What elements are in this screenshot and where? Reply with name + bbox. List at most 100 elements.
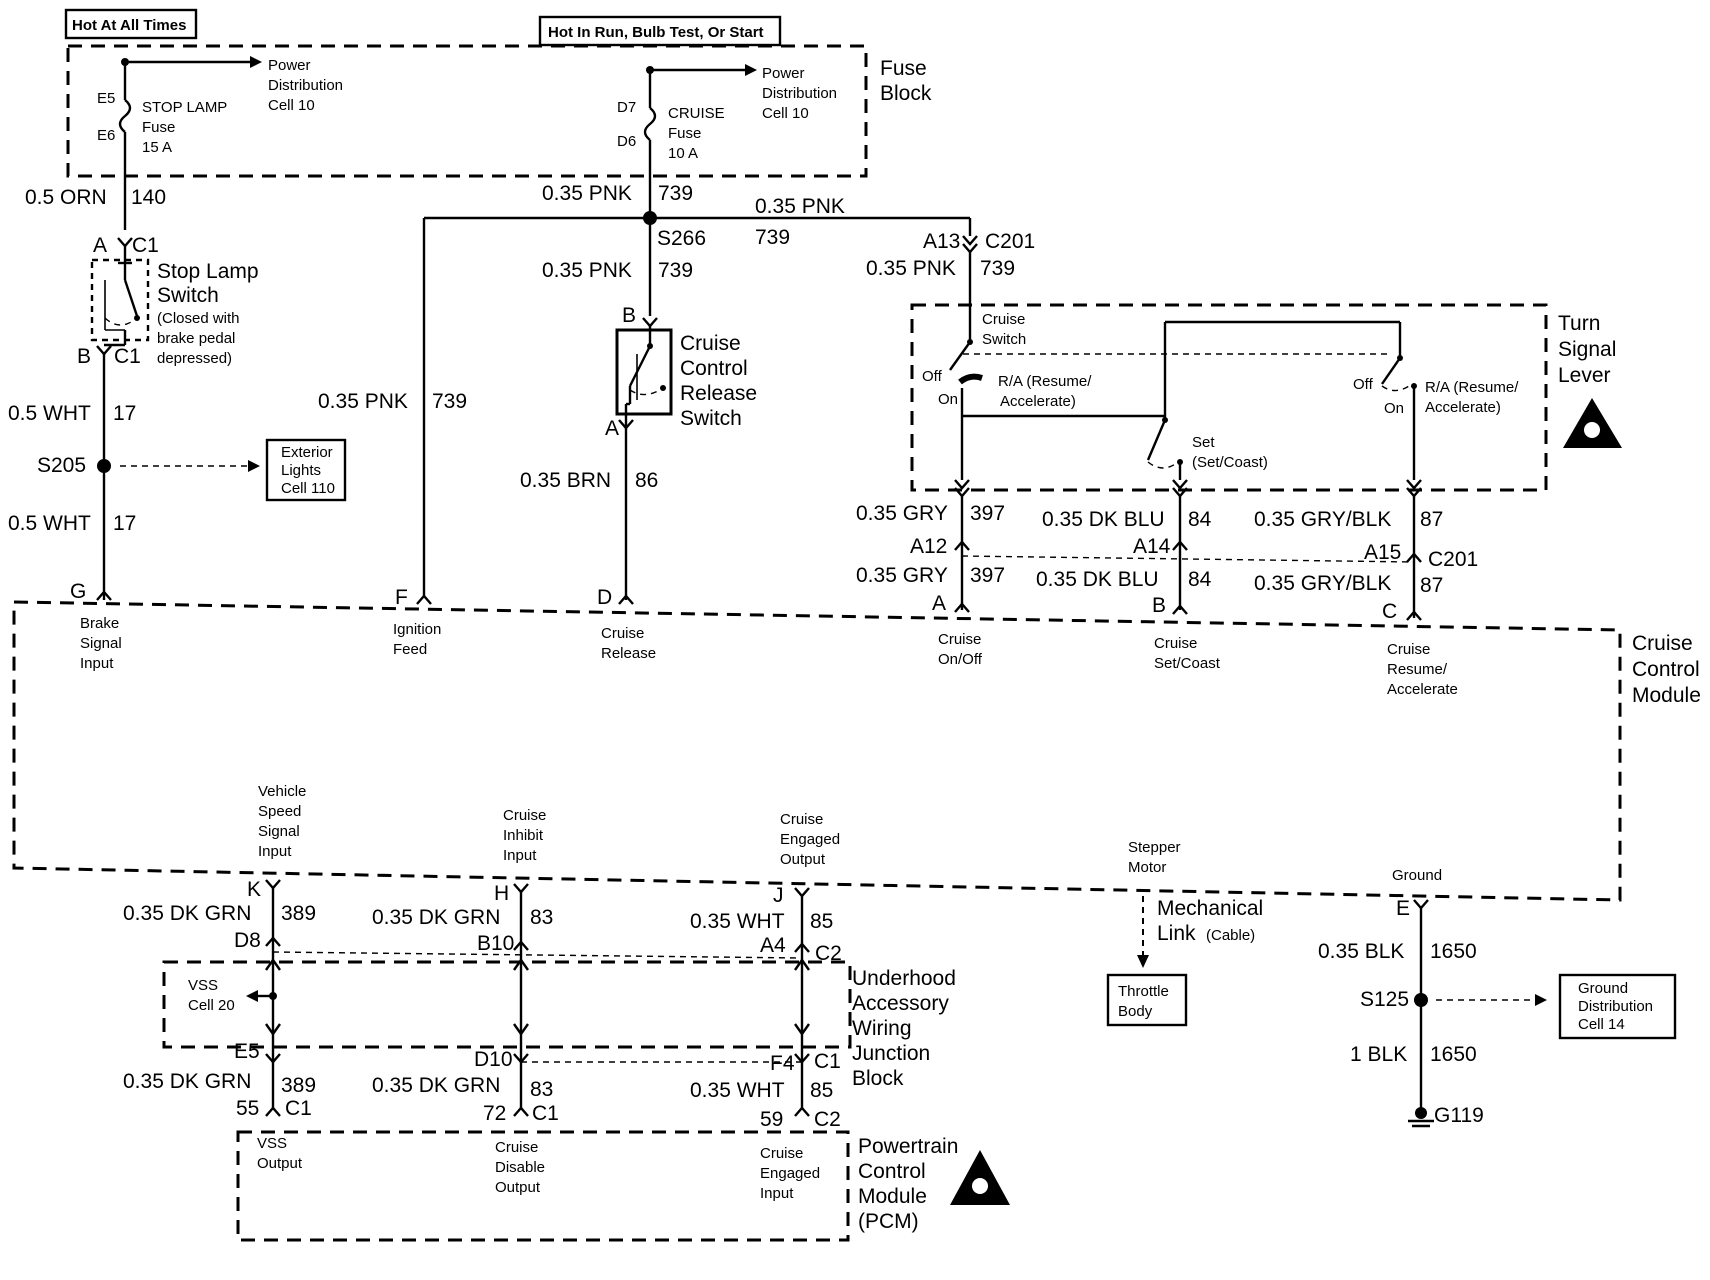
ccm-pin-g: G (70, 580, 86, 603)
pcm-engaged-in-3: Input (760, 1185, 794, 1202)
ccm-ignition-1: Ignition (393, 621, 441, 638)
wire-397a-gauge: 0.35 GRY (856, 502, 948, 525)
wire-85a-gauge: 0.35 WHT (690, 910, 785, 933)
ccm-onoff-1: Cruise (938, 631, 981, 648)
pcm-engaged-in-1: Cruise (760, 1145, 803, 1162)
stop-switch-c1-bottom: C1 (114, 345, 141, 368)
wire-84a-number: 84 (1188, 508, 1212, 531)
pcm-esd-warning-icon (950, 1150, 1010, 1205)
conn-c2-bot: C2 (814, 1108, 841, 1131)
conn-a14: A14 (1133, 535, 1171, 558)
wire-739e-gauge: 0.35 PNK (866, 257, 956, 280)
wire-87a-gauge: 0.35 GRY/BLK (1254, 508, 1391, 531)
conn-a4: A4 (760, 934, 786, 957)
ccm-release-1: Cruise (601, 625, 644, 642)
resume-switch-contact (1381, 357, 1401, 385)
stop-lamp-switch-title-2: Switch (157, 284, 219, 307)
left-ra-1: R/A (Resume/ (998, 373, 1092, 390)
right-ra-2: Accelerate) (1425, 399, 1501, 416)
stop-switch-pin-b: B (77, 345, 91, 368)
release-switch-box (615, 328, 673, 416)
set-label-2: (Set/Coast) (1192, 454, 1268, 471)
ccm-pin-a: A (932, 592, 946, 615)
wire-1650a-gauge: 0.35 BLK (1318, 940, 1404, 963)
wire-1650b-gauge: 1 BLK (1350, 1043, 1407, 1066)
wire-87b-gauge: 0.35 GRY/BLK (1254, 572, 1391, 595)
wire-739d-gauge: 0.35 PNK (318, 390, 408, 413)
stop-switch-c1-top: C1 (132, 234, 159, 257)
wire-17a-gauge: 0.5 WHT (8, 402, 91, 425)
conn-c1-b: C1 (532, 1102, 559, 1125)
conn-a13: A13 (923, 230, 960, 253)
power-dist-left-1: Power (268, 57, 311, 74)
ccm-title-3: Module (1632, 684, 1701, 707)
ccm-ignition-2: Feed (393, 641, 427, 658)
wire-140-gauge: 0.5 ORN (25, 186, 107, 209)
ground-dist-3: Cell 14 (1578, 1016, 1625, 1033)
splice-s266-label: S266 (657, 227, 706, 250)
ccm-pin-f: F (395, 586, 408, 609)
ccm-vss-in-3: Signal (258, 823, 300, 840)
wire-389a-number: 389 (281, 902, 316, 925)
conn-a12: A12 (910, 535, 947, 558)
wire-86-gauge: 0.35 BRN (520, 469, 611, 492)
wire-17b-number: 17 (113, 512, 136, 535)
right-ra-1: R/A (Resume/ (1425, 379, 1519, 396)
hot-in-run-box (538, 15, 782, 47)
ccm-vss-in-4: Input (258, 843, 292, 860)
wire-739a-number: 739 (658, 182, 693, 205)
jb-title-3: Wiring (852, 1017, 912, 1040)
turn-signal-lever-outline (910, 303, 1548, 492)
ccm-pin-j: J (773, 884, 784, 907)
pcm-vss-out-1: VSS (257, 1135, 287, 1152)
ccm-engaged-out-2: Engaged (780, 831, 840, 848)
vss-arrow (246, 990, 258, 1002)
cruise-fuse-1: CRUISE (668, 105, 725, 122)
splice-s125-dot (1414, 993, 1428, 1007)
stop-lamp-fuse-2: Fuse (142, 119, 175, 136)
turn-signal-title-2: Signal (1558, 338, 1616, 361)
wire-389a-gauge: 0.35 DK GRN (123, 902, 251, 925)
ccm-pin-h: H (494, 882, 509, 905)
right-on-label: On (1384, 400, 1404, 417)
exterior-lights-box (265, 438, 347, 502)
jb-title-5: Block (852, 1067, 904, 1090)
wire-397b-number: 397 (970, 564, 1005, 587)
ground-g119-label: G119 (1434, 1104, 1484, 1127)
pcm-title-1: Powertrain (858, 1135, 958, 1158)
wire-17b-gauge: 0.5 WHT (8, 512, 91, 535)
conn-c201-mid: C201 (1428, 548, 1478, 571)
wire-739d-number: 739 (432, 390, 467, 413)
conn-e5: E5 (234, 1040, 260, 1063)
throttle-body-1: Throttle (1118, 983, 1169, 1000)
wire-85b-gauge: 0.35 WHT (690, 1079, 785, 1102)
ccm-title-2: Control (1632, 658, 1700, 681)
ground-dist-2: Distribution (1578, 998, 1653, 1015)
stop-lamp-fuse-3: 15 A (142, 139, 172, 156)
release-switch-title-1: Cruise (680, 332, 741, 355)
ccm-brake-3: Input (80, 655, 114, 672)
wire-739c-gauge: 0.35 PNK (542, 259, 632, 282)
conn-55: 55 (236, 1097, 259, 1120)
release-switch-contact (628, 345, 652, 387)
cruise-fuse-3: 10 A (668, 145, 698, 162)
exterior-lights-1: Exterior (281, 444, 333, 461)
wire-84b-gauge: 0.35 DK BLU (1036, 568, 1159, 591)
splice-s205-dot (97, 459, 111, 473)
jb-title-2: Accessory (852, 992, 949, 1015)
wire-83b-number: 83 (530, 1078, 553, 1101)
cruise-fuse-icon (643, 107, 657, 141)
conn-c2-top: C2 (815, 942, 842, 965)
jb-title-4: Junction (852, 1042, 930, 1065)
ccm-setcoast-1: Cruise (1154, 635, 1197, 652)
pcm-engaged-in-2: Engaged (760, 1165, 820, 1182)
wire-84a-gauge: 0.35 DK BLU (1042, 508, 1165, 531)
ccm-resume-1: Cruise (1387, 641, 1430, 658)
release-switch-title-2: Control (680, 357, 748, 380)
wire-17a-number: 17 (113, 402, 136, 425)
pin-e6: E6 (97, 127, 115, 144)
underhood-junction-block-outline (162, 960, 852, 1049)
hot-at-all-times-box (64, 8, 198, 40)
fuse-block-outline (66, 44, 868, 178)
